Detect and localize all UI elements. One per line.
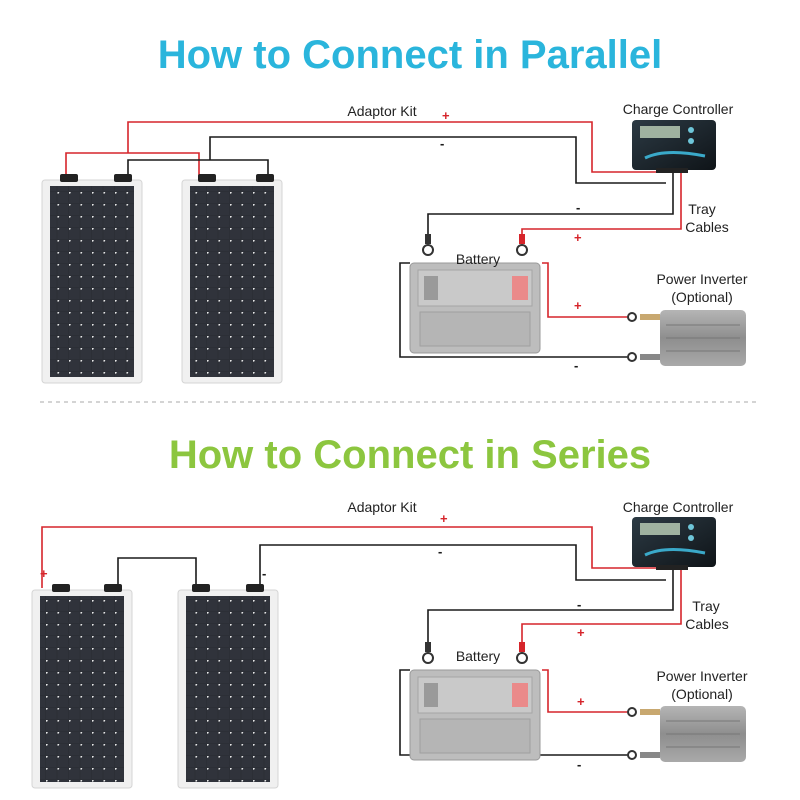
series-tray-label: Tray — [692, 598, 719, 614]
parallel-negative-inverter-wire — [399, 262, 628, 358]
series-negative-battery-wire — [427, 568, 674, 648]
series-battery-label: Battery — [456, 648, 500, 664]
series-battery — [409, 669, 541, 761]
parallel-adaptor-kit-label: Adaptor Kit — [347, 103, 416, 119]
parallel-plus-sign-adaptor: + — [442, 108, 450, 123]
parallel-minus-sign-battery: - — [576, 200, 580, 215]
parallel-battery-terminal-negative — [422, 234, 434, 256]
series-power-inverter — [627, 706, 746, 762]
series-minus-sign-inverter: - — [577, 757, 581, 772]
parallel-minus-sign-inverter: - — [574, 358, 578, 373]
parallel-minus-sign-adaptor: - — [440, 136, 444, 151]
parallel-section: How to Connect in Parallel — [41, 33, 748, 384]
series-battery-terminal-negative — [422, 642, 434, 664]
series-solar-panel-2 — [177, 584, 279, 789]
series-wires — [41, 526, 682, 756]
parallel-tray-label: Tray — [688, 201, 715, 217]
series-negative-adaptor-wire — [259, 544, 666, 588]
series-battery-terminal-positive — [516, 642, 528, 664]
series-minus-sign-panel: - — [262, 566, 266, 581]
parallel-positive-panel-link — [65, 152, 200, 178]
series-power-inverter-label: Power Inverter — [656, 668, 747, 684]
parallel-negative-adaptor-wire — [209, 136, 666, 184]
parallel-solar-panel-2 — [181, 174, 283, 384]
series-charge-controller-label: Charge Controller — [623, 499, 734, 515]
series-plus-sign-inverter: + — [577, 694, 585, 709]
parallel-optional-label: (Optional) — [671, 289, 732, 305]
parallel-negative-battery-wire — [427, 170, 674, 240]
series-plus-sign-battery: + — [577, 625, 585, 640]
parallel-positive-inverter-wire — [542, 262, 628, 318]
series-solar-panel-1 — [31, 584, 133, 789]
series-optional-label: (Optional) — [671, 686, 732, 702]
series-positive-adaptor-wire — [41, 526, 662, 588]
series-positive-battery-wire — [521, 568, 682, 648]
parallel-power-inverter — [627, 310, 746, 366]
parallel-battery-label: Battery — [456, 251, 500, 267]
parallel-title: How to Connect in Parallel — [158, 33, 663, 77]
parallel-battery-terminal-positive — [516, 234, 528, 256]
parallel-charge-controller-label: Charge Controller — [623, 101, 734, 117]
series-adaptor-kit-label: Adaptor Kit — [347, 499, 416, 515]
parallel-solar-panel-1 — [41, 174, 143, 384]
parallel-plus-sign-inverter: + — [574, 298, 582, 313]
parallel-plus-sign-battery: + — [574, 230, 582, 245]
series-section: How to Connect in Series — [31, 433, 748, 789]
series-charge-controller — [632, 517, 716, 570]
series-title: How to Connect in Series — [169, 433, 651, 477]
series-plus-sign-adaptor: + — [440, 511, 448, 526]
series-positive-inverter-wire — [542, 669, 628, 713]
parallel-cables-label: Cables — [685, 219, 729, 235]
parallel-positive-adaptor-wire — [127, 121, 662, 173]
parallel-wires — [65, 121, 682, 358]
parallel-negative-panel-link — [127, 159, 269, 178]
series-minus-sign-adaptor: - — [438, 544, 442, 559]
parallel-power-inverter-label: Power Inverter — [656, 271, 747, 287]
series-plus-sign-panel: + — [40, 566, 48, 581]
series-cables-label: Cables — [685, 616, 729, 632]
series-minus-sign-battery: - — [577, 597, 581, 612]
series-panel-link — [117, 557, 197, 588]
parallel-positive-battery-wire — [521, 170, 682, 240]
parallel-battery — [409, 262, 541, 354]
parallel-charge-controller — [632, 120, 716, 173]
